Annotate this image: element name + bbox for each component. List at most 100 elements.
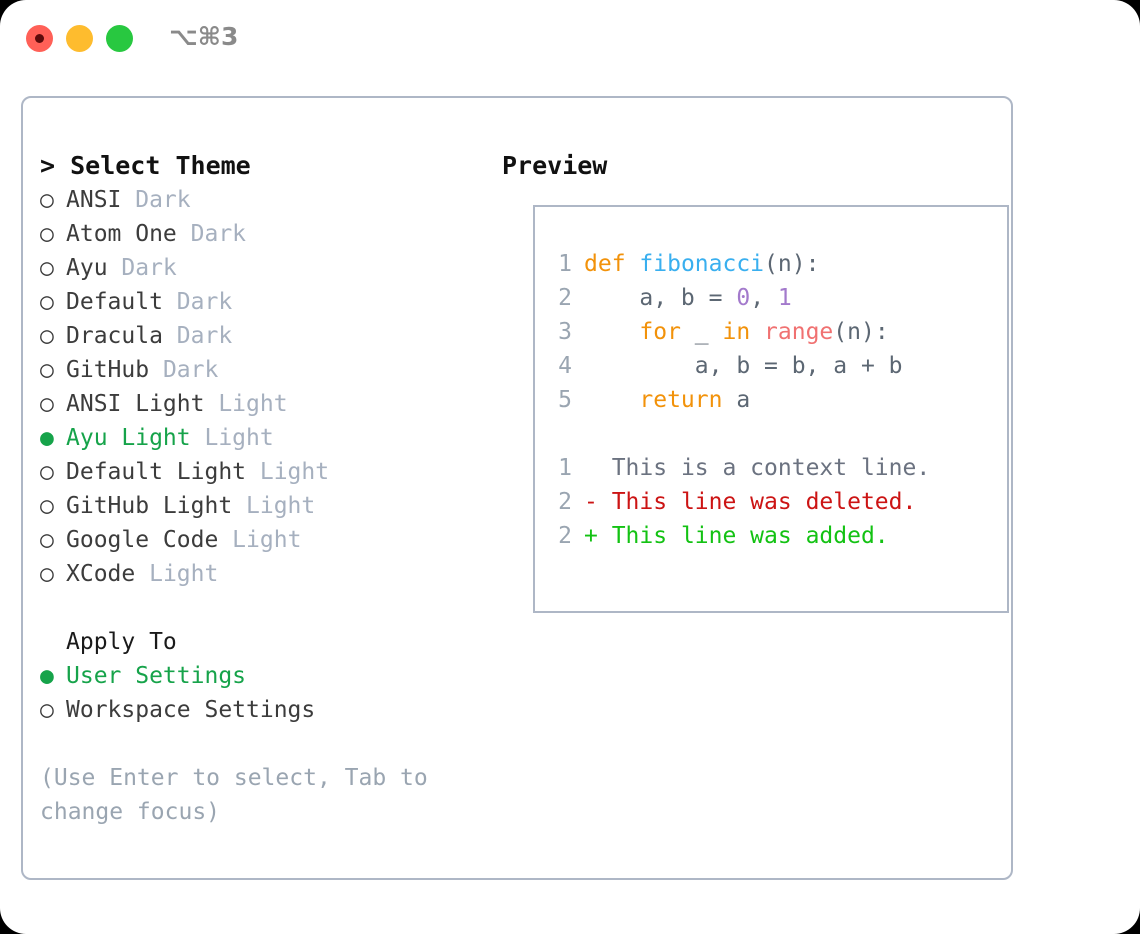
theme-option-label: ANSI Light — [66, 391, 205, 417]
theme-option-label: GitHub Light — [66, 493, 233, 519]
maximize-button[interactable] — [106, 25, 133, 52]
line-number: 5 — [558, 387, 572, 413]
theme-option-label: XCode — [66, 561, 136, 587]
code-token: a — [722, 387, 751, 413]
code-token: a, b = b, a + b — [694, 353, 903, 379]
theme-option-label: Default — [66, 289, 163, 315]
theme-option[interactable]: ○ANSI Light Light — [40, 387, 490, 421]
diff-line: 2 + This line was added. — [550, 519, 930, 553]
keyboard-hint: (Use Enter to select, Tab to change focu… — [40, 765, 428, 825]
diff-marker: + — [584, 523, 598, 549]
code-token — [584, 285, 639, 311]
theme-variant-badge: Dark — [107, 255, 177, 281]
code-token: def — [584, 251, 626, 277]
code-token — [584, 387, 639, 413]
code-token: , — [750, 285, 778, 311]
diff-marker: - — [584, 489, 598, 515]
theme-variant-badge: Light — [218, 527, 302, 553]
line-number: 4 — [558, 353, 572, 379]
theme-option-label: Default Light — [66, 459, 247, 485]
theme-variant-badge: Dark — [149, 357, 219, 383]
theme-option[interactable]: ○ GitHub Dark — [40, 353, 490, 387]
radio-selected-icon: ● — [40, 663, 54, 689]
code-token: in — [722, 319, 751, 345]
line-number: 2 — [558, 285, 572, 311]
theme-option[interactable]: ● Ayu Light Light — [40, 421, 490, 455]
theme-option-label: ANSI — [66, 187, 122, 213]
theme-option[interactable]: ○ANSI Dark — [40, 183, 490, 217]
line-number: 3 — [558, 319, 572, 345]
theme-option[interactable]: ○GitHub Light Light — [40, 489, 490, 523]
diff-text: This is a context line. — [597, 455, 931, 481]
spacer — [40, 591, 490, 625]
theme-option[interactable]: ○ Default Light Light — [40, 455, 490, 489]
code-token — [750, 319, 764, 345]
theme-option-label: Dracula — [66, 323, 163, 349]
code-token — [626, 251, 640, 277]
page-title: > Select Theme — [40, 151, 251, 180]
spacer — [40, 727, 490, 761]
diff-marker — [584, 455, 598, 481]
code-token — [584, 353, 695, 379]
radio-unselected-icon: ○ — [40, 323, 54, 349]
close-button[interactable] — [26, 25, 53, 52]
theme-option[interactable]: ○Atom One Dark — [40, 217, 490, 251]
radio-unselected-icon: ○ — [40, 459, 54, 485]
code-token: 0 — [736, 285, 751, 311]
apply-to-option[interactable]: ● User Settings — [40, 659, 490, 693]
theme-option-label: Atom One — [66, 221, 177, 247]
theme-list[interactable]: ○ANSI Dark○Atom One Dark○Ayu Dark○Defaul… — [40, 183, 490, 591]
code-token: fibonacci — [639, 251, 765, 277]
theme-variant-badge: Light — [190, 425, 274, 451]
title-bar: ⌥⌘3 — [0, 0, 1140, 78]
diff-text: This line was added. — [597, 523, 889, 549]
code-line: 2 a, b = 0, 1 — [550, 281, 930, 315]
diff-line: 1 This is a context line. — [550, 451, 930, 485]
diff-line: 2- This line was deleted. — [550, 485, 930, 519]
radio-selected-icon: ● — [40, 425, 54, 451]
line-number: 2 — [558, 489, 572, 515]
code-line: 4 a, b = b, a + b — [550, 349, 930, 383]
theme-picker-dialog: > Select Theme ○ANSI Dark○Atom One Dark○… — [21, 96, 1013, 880]
minimize-button[interactable] — [66, 25, 93, 52]
theme-option-label: Google Code — [66, 527, 219, 553]
code-token: 1 — [777, 285, 792, 311]
radio-unselected-icon: ○ — [40, 493, 54, 519]
theme-option[interactable]: ○Google Code Light — [40, 523, 490, 557]
code-token: _ — [680, 319, 723, 345]
code-token: (n): — [833, 319, 889, 345]
theme-option[interactable]: ○Default Dark — [40, 285, 490, 319]
theme-variant-badge: Light — [135, 561, 219, 587]
theme-variant-badge: Dark — [162, 323, 233, 349]
code-token: a, b = — [639, 285, 737, 311]
code-token: range — [764, 319, 834, 345]
radio-unselected-icon: ○ — [40, 357, 54, 383]
theme-variant-badge: Light — [204, 391, 288, 417]
theme-option[interactable]: ○Ayu Dark — [40, 251, 490, 285]
code-token — [584, 319, 639, 345]
theme-option[interactable]: ○ XCode Light — [40, 557, 490, 591]
code-line: 3 for _ in range(n): — [550, 315, 930, 349]
radio-unselected-icon: ○ — [40, 697, 54, 723]
apply-to-option[interactable]: ○Workspace Settings — [40, 693, 490, 727]
apply-to-list[interactable]: ● User Settings ○Workspace Settings — [40, 659, 490, 727]
theme-option[interactable]: ○ Dracula Dark — [40, 319, 490, 353]
line-number: 1 — [558, 251, 572, 277]
apply-to-option-label: User Settings — [66, 663, 247, 689]
line-number: 2 — [558, 523, 572, 549]
diff-text: This line was deleted. — [597, 489, 917, 515]
theme-variant-badge: Dark — [176, 221, 247, 247]
radio-unselected-icon: ○ — [40, 561, 54, 587]
radio-unselected-icon: ○ — [40, 289, 54, 315]
theme-option-label: Ayu Light — [66, 425, 191, 451]
code-line: 5 return a — [550, 383, 930, 417]
code-token: return — [639, 387, 723, 413]
theme-option-label: Ayu — [66, 255, 108, 281]
theme-variant-badge: Light — [246, 459, 330, 485]
theme-option-label: GitHub — [66, 357, 150, 383]
apply-to-label: Apply To — [66, 629, 177, 655]
